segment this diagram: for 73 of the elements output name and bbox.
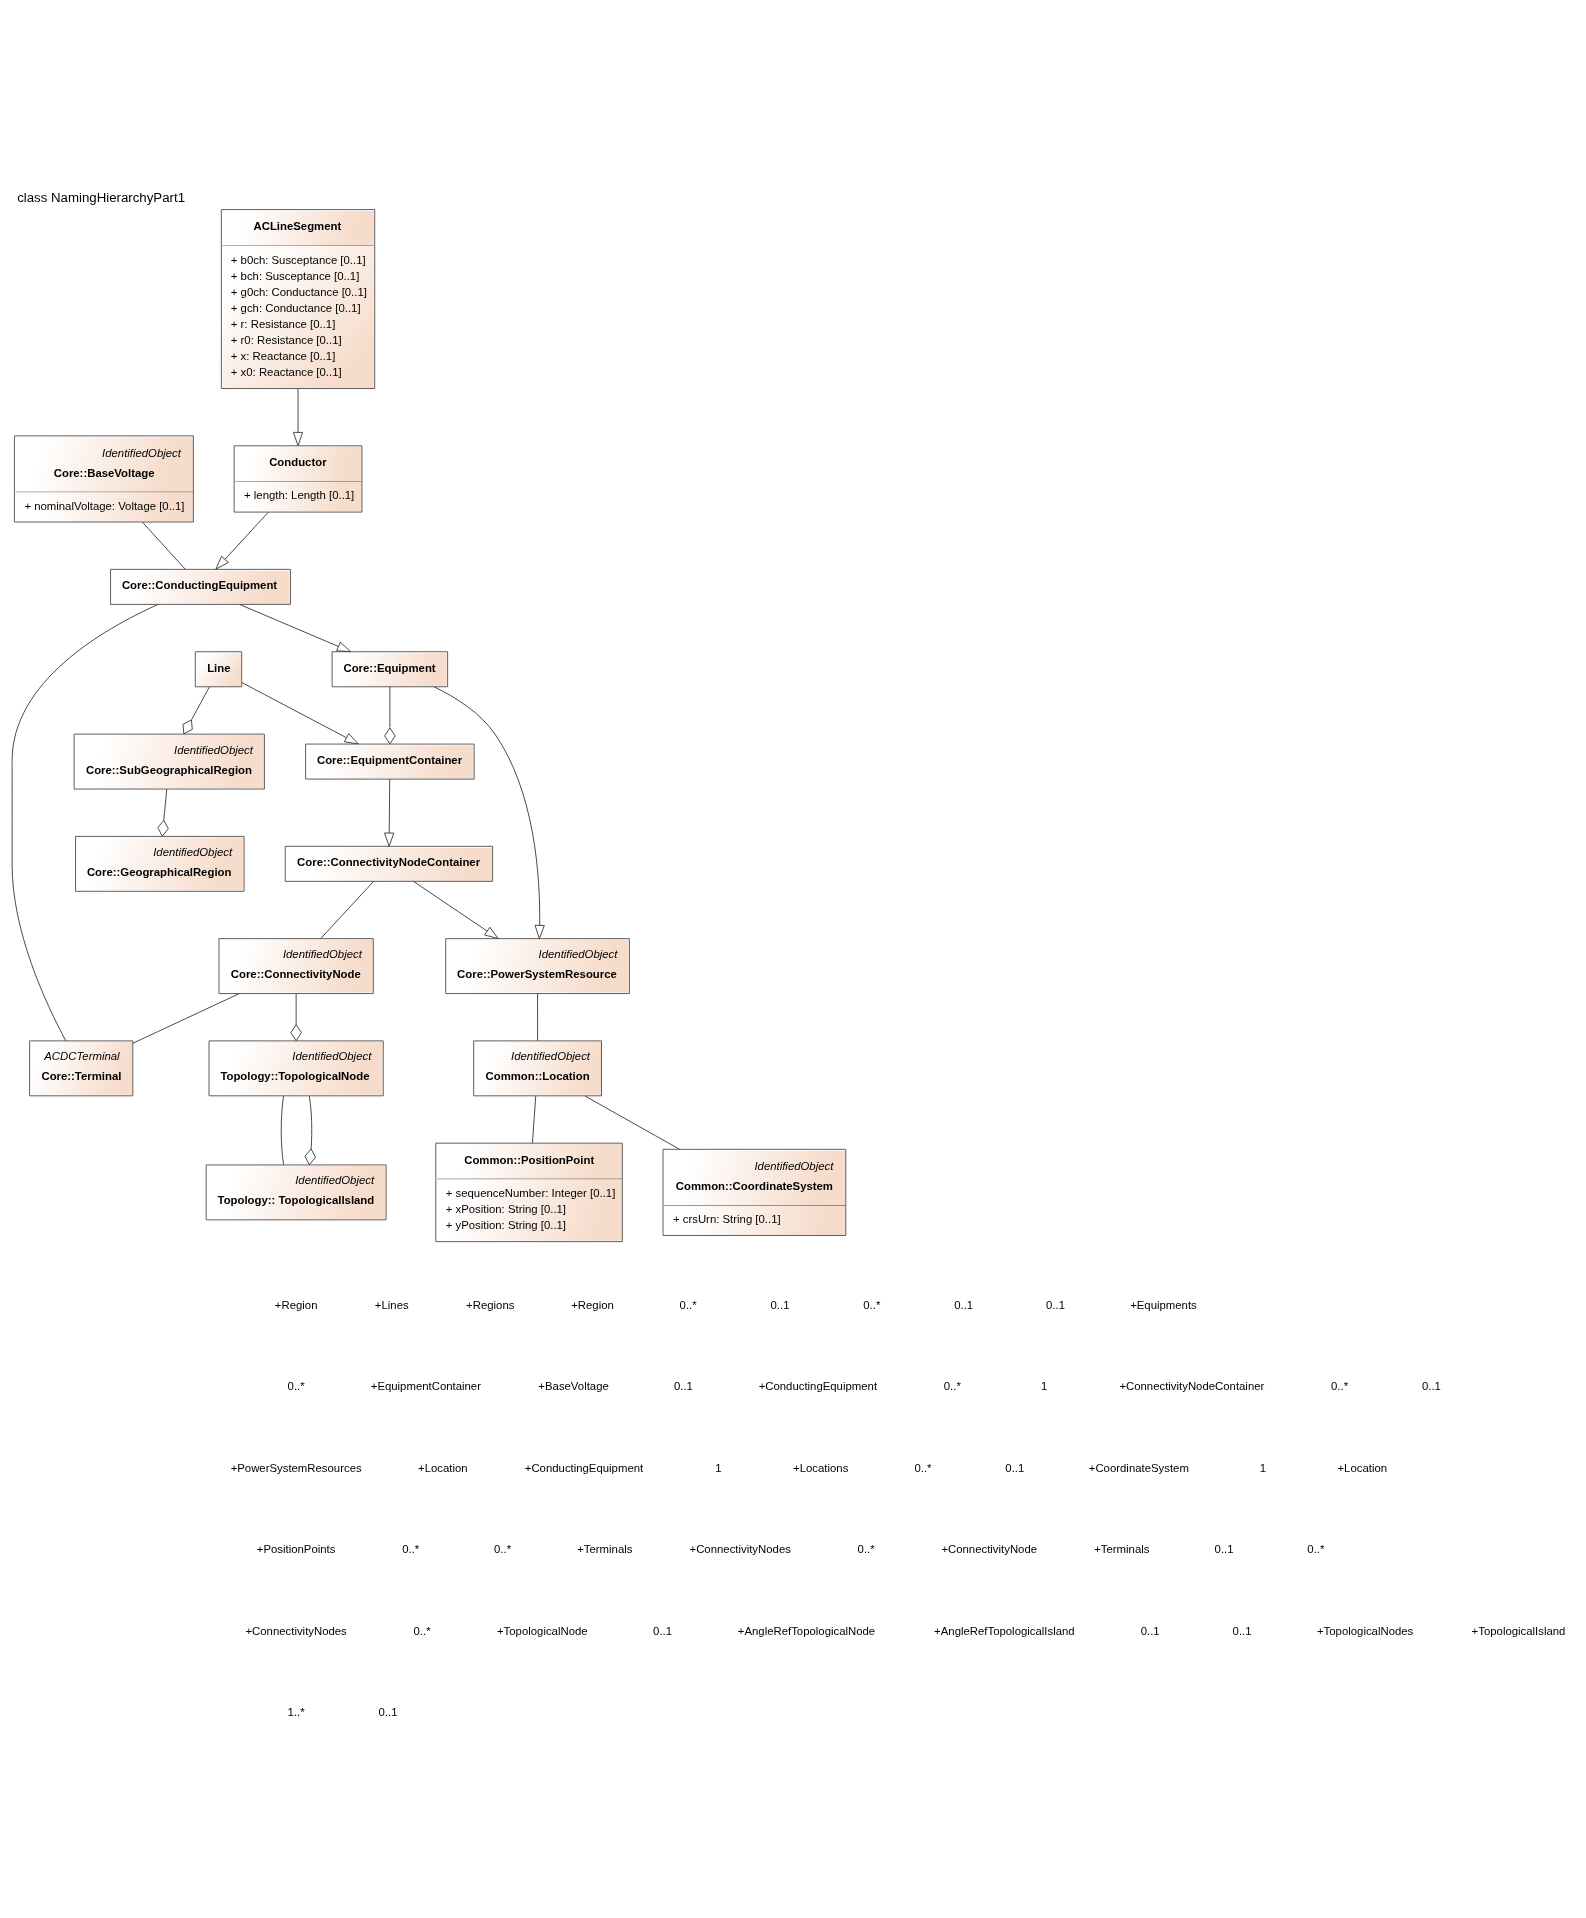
- label: +CoordinateSystem: [1088, 1461, 1189, 1474]
- connector: [141, 521, 186, 570]
- label: +ConnectivityNodes: [689, 1543, 791, 1556]
- label: 0..*: [679, 1298, 697, 1311]
- label: 1: [715, 1461, 722, 1474]
- label: +Region: [571, 1298, 614, 1311]
- label: +Terminals: [1094, 1543, 1150, 1556]
- label: +TopologicalNode: [497, 1624, 588, 1637]
- diagram-title: class NamingHierarchyPart1: [17, 190, 186, 206]
- label: +PowerSystemResources: [230, 1461, 362, 1474]
- connector: [384, 686, 396, 745]
- label: 0..1: [1214, 1543, 1234, 1556]
- arrow: [241, 682, 359, 745]
- label: 0..*: [1307, 1543, 1325, 1556]
- label: +ConductingEquipment: [758, 1380, 878, 1393]
- label: +Regions: [466, 1298, 515, 1311]
- connector: [11, 604, 159, 1042]
- label: 0..*: [402, 1543, 420, 1556]
- label: +TopologicalNodes: [1316, 1624, 1414, 1637]
- label: 0..*: [857, 1543, 875, 1556]
- label: 0..1: [1140, 1624, 1160, 1637]
- connector: [304, 1095, 316, 1166]
- label: +Location: [418, 1461, 468, 1474]
- connector: [320, 880, 375, 939]
- label: +TopologicalIsland: [1471, 1624, 1566, 1637]
- label: 1: [1259, 1461, 1267, 1474]
- label: +Lines: [374, 1298, 409, 1311]
- label: 0..1: [378, 1706, 398, 1719]
- label: 0..1: [954, 1298, 974, 1311]
- label: 0..1: [653, 1624, 673, 1637]
- label: +ConductingEquipment: [524, 1461, 644, 1474]
- connector: [182, 686, 210, 735]
- label: +ConnectivityNodeContainer: [1119, 1380, 1265, 1393]
- connector: [531, 1095, 537, 1144]
- label: 0..1: [673, 1380, 693, 1393]
- label: 0..*: [494, 1543, 512, 1556]
- label: 0..*: [943, 1380, 961, 1393]
- label: 0..*: [287, 1380, 305, 1393]
- connector: [280, 1095, 285, 1166]
- label: +Terminals: [577, 1543, 633, 1556]
- label: +AngleRefTopologicalNode: [737, 1624, 876, 1637]
- arrow: [433, 686, 545, 940]
- label: +PositionPoints: [256, 1543, 336, 1556]
- label: 0..*: [863, 1298, 881, 1311]
- arrow: [384, 778, 395, 847]
- label: +Region: [274, 1298, 318, 1311]
- label: 0..*: [1331, 1380, 1349, 1393]
- label: 0..*: [914, 1461, 932, 1474]
- label: 0..1: [1421, 1380, 1441, 1393]
- label: +Locations: [793, 1461, 849, 1474]
- label: 0..1: [1005, 1461, 1025, 1474]
- label: +ConnectivityNodes: [245, 1624, 347, 1637]
- label: 0..1: [770, 1298, 790, 1311]
- label: +BaseVoltage: [538, 1380, 609, 1393]
- connector: [157, 788, 169, 837]
- label: 0..1: [1046, 1298, 1065, 1311]
- label: +ConnectivityNode: [941, 1543, 1038, 1556]
- arrow: [413, 880, 499, 939]
- connector: [537, 993, 539, 1042]
- label: +EquipmentContainer: [370, 1380, 481, 1393]
- connector: [132, 993, 240, 1044]
- arrow: [239, 604, 352, 653]
- connector: [290, 993, 302, 1042]
- label: 0..1: [1232, 1624, 1252, 1637]
- label: 1: [1040, 1380, 1048, 1393]
- connector: [584, 1095, 680, 1150]
- label: +AngleRefTopologicalIsland: [934, 1624, 1075, 1637]
- label: 1..*: [287, 1706, 305, 1719]
- label: +Location: [1337, 1461, 1388, 1474]
- arrow: [292, 388, 304, 447]
- label: 0..*: [413, 1624, 431, 1637]
- arrow: [215, 511, 269, 570]
- label: +Equipments: [1130, 1298, 1197, 1311]
